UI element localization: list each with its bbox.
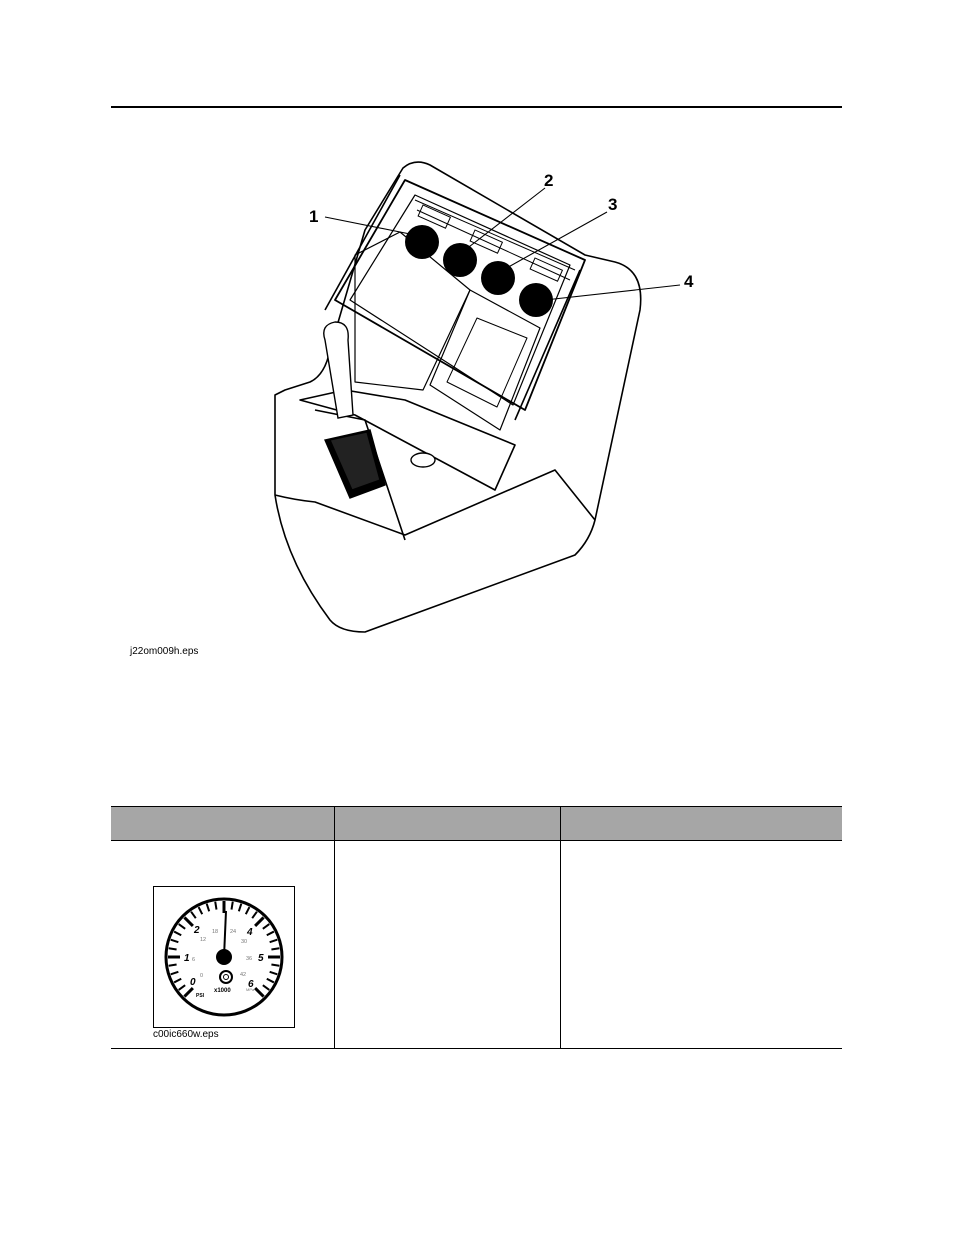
figure-caption: j22om009h.eps: [130, 646, 199, 657]
gauge-tick: [178, 923, 186, 930]
gauge-tick: [244, 906, 251, 915]
gauge-inner-label: 6: [192, 957, 195, 963]
gauge-tick: [178, 984, 186, 991]
top-rule: [111, 106, 842, 108]
callout-4: 4: [684, 272, 694, 291]
gauge-tick: [170, 970, 179, 976]
gauge-tick: [230, 901, 234, 910]
gauge-tick: [168, 963, 177, 967]
gauge-label-0: 0: [190, 977, 196, 988]
gauge-label-5: 5: [258, 953, 264, 964]
gauge-table: 0 1 2 4 5 6 0 6 12 18 24 30 36: [111, 806, 842, 1049]
gauge-tick: [271, 963, 280, 967]
pressure-gauge-icon: 0 1 2 4 5 6 0 6 12 18 24 30 36: [164, 897, 284, 1017]
gauge-multiplier: x1000: [214, 988, 231, 994]
gauge-tick: [183, 916, 194, 927]
gauge-tick: [269, 938, 278, 944]
gauge-unit-psi: PSI: [196, 993, 205, 999]
gauge-inner-label: 36: [246, 956, 252, 962]
callout-2: 2: [544, 171, 554, 190]
control-console-figure: [274, 161, 681, 633]
gauge-tick: [254, 987, 265, 998]
gauge-tick: [190, 911, 197, 919]
gauge-inner-label: 0: [200, 973, 203, 979]
gauge-tick: [237, 903, 243, 912]
gauge-label-4: 4: [246, 927, 253, 938]
table-cell: [559, 841, 842, 1048]
gauge-tick: [262, 923, 270, 930]
table-cell: [334, 841, 559, 1048]
gauge-tick: [205, 903, 211, 912]
gauge-tick: [262, 984, 270, 991]
gauge-tick: [266, 930, 275, 937]
gauge-inner-label: 24: [230, 929, 236, 935]
gauge-label-2: 2: [193, 925, 200, 936]
table-row: 0 1 2 4 5 6 0 6 12 18 24 30 36: [111, 841, 842, 1049]
gauge-inner-label: 30: [241, 939, 247, 945]
gauge-tick: [183, 987, 194, 998]
table-header-cell: [334, 807, 559, 840]
gauge-tick: [170, 938, 179, 944]
pressure-gauge-image: 0 1 2 4 5 6 0 6 12 18 24 30 36: [153, 886, 295, 1028]
callout-3: 3: [608, 195, 618, 214]
gauge-tick: [168, 947, 177, 951]
table-header-cell: [559, 807, 842, 840]
table-header-row: [111, 806, 842, 841]
gauge-tick: [266, 977, 275, 984]
gauge-tick: [173, 930, 182, 937]
gauge-inner-label: 18: [212, 929, 218, 935]
table-cell-image: 0 1 2 4 5 6 0 6 12 18 24 30 36: [111, 841, 334, 1048]
gauge-tick: [269, 970, 278, 976]
gauge-inner-label: 12: [200, 937, 206, 943]
gauge-tick: [197, 906, 204, 915]
gauge-image-caption: c00ic660w.eps: [153, 1029, 219, 1040]
gauge-tick: [173, 977, 182, 984]
gauge-label-6: 6: [248, 979, 254, 990]
callout-1: 1: [309, 207, 319, 226]
table-header-cell: [111, 807, 334, 840]
gauge-label-1: 1: [184, 953, 190, 964]
gauge-tick: [214, 901, 218, 910]
gauge-tick: [251, 911, 258, 919]
gauge-tick: [254, 916, 265, 927]
gauge-tick: [271, 947, 280, 951]
gauge-unit-mpa: MPa: [246, 987, 255, 992]
gauge-inner-label: 42: [240, 972, 246, 978]
